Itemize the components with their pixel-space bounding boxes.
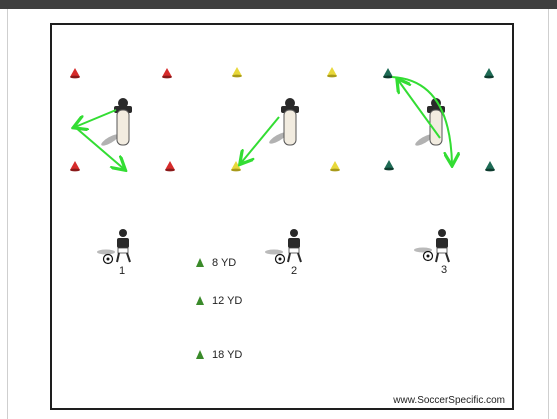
cone-icon	[70, 68, 80, 78]
group-label-2: 2	[291, 265, 297, 277]
player-icon	[414, 229, 449, 262]
arrow-icon	[392, 77, 452, 164]
distance-label-18yd: 18 YD	[212, 349, 242, 361]
mannequin-icon	[268, 98, 299, 146]
group-label-1: 1	[119, 265, 125, 277]
distance-label-12yd: 12 YD	[212, 295, 242, 307]
mannequin-icon	[100, 98, 132, 148]
distance-label-8yd: 8 YD	[212, 257, 236, 269]
cone-icon	[196, 350, 204, 359]
cone-icon	[196, 296, 204, 305]
player-icon	[97, 229, 130, 264]
cone-icon	[70, 161, 80, 171]
cone-icon	[232, 67, 242, 77]
cone-icon	[484, 68, 494, 78]
arrow-set-3	[392, 77, 452, 164]
arrow-icon	[75, 110, 116, 127]
player-icon	[265, 229, 301, 264]
cone-icon	[485, 161, 495, 171]
cone-icon	[231, 161, 241, 171]
cone-icon	[196, 258, 204, 267]
cone-icon	[162, 68, 172, 78]
group-label-3: 3	[441, 264, 447, 276]
cone-icon	[383, 68, 393, 78]
site-credit: www.SoccerSpecific.com	[392, 395, 505, 406]
cone-icon	[165, 161, 175, 171]
cone-icon	[384, 160, 394, 170]
cone-icon	[330, 161, 340, 171]
distance-legend: 8 YD 12 YD 18 YD	[196, 257, 242, 361]
cone-icon	[327, 67, 337, 77]
